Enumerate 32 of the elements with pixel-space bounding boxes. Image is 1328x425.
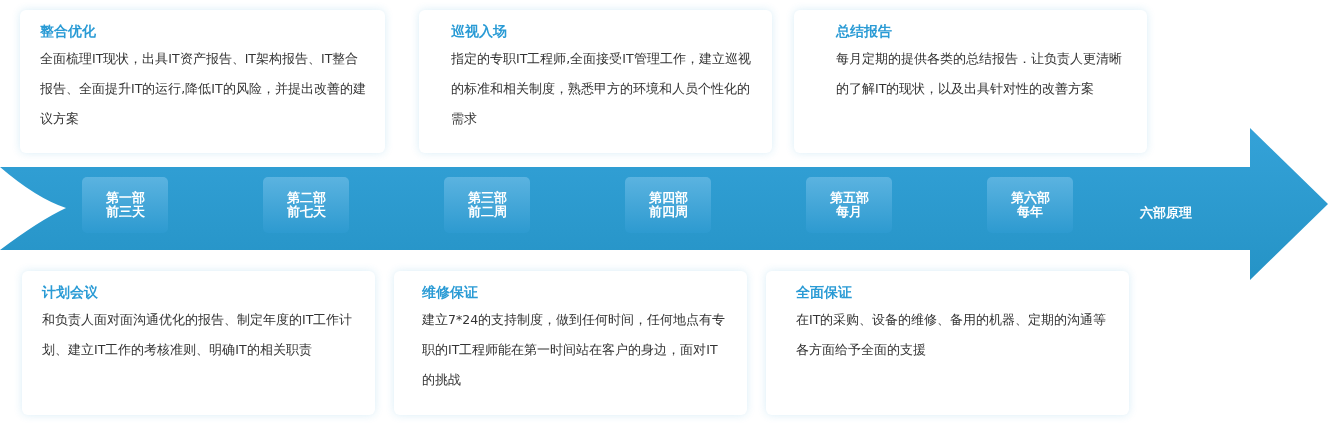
stage-box — [625, 177, 711, 233]
stage-name: 第六部 — [1010, 191, 1050, 205]
stage-time: 每年 — [1017, 205, 1043, 219]
stage-time: 前三天 — [105, 205, 145, 219]
card-text: 全面梳理IT现状，出具IT资产报告、IT架构报告、IT整合报告、全面提升IT的运行,降低IT的风险，并提出改善的建议方案 — [40, 50, 367, 128]
stage-name: 第二部 — [286, 191, 326, 205]
stage-time: 前二周 — [467, 205, 507, 219]
card-text: 在IT的采购、设备的维修、备用的机器、定期的沟通等各方面给予全面的支援 — [796, 311, 1108, 359]
stage-box — [806, 177, 892, 233]
stage-time: 前七天 — [286, 205, 326, 219]
stage-name: 第三部 — [467, 191, 507, 205]
stage-time: 每月 — [836, 205, 862, 219]
card-text: 指定的专职IT工程师,全面接受IT管理工作，建立巡视的标准和相关制度，熟悉甲方的环境和人员个性化的需求 — [451, 50, 752, 128]
card-heading: 维修保证 — [422, 283, 479, 302]
card-heading: 总结报告 — [836, 22, 893, 41]
stage-name: 第五部 — [829, 191, 869, 205]
card-heading: 计划会议 — [42, 283, 99, 302]
card-text: 每月定期的提供各类的总结报告．让负责人更清晰的了解IT的现状，以及出具针对性的改善方案 — [836, 50, 1123, 98]
stage-box — [263, 177, 349, 233]
stage-box — [987, 177, 1073, 233]
card-heading: 全面保证 — [796, 283, 853, 302]
card-heading: 整合优化 — [40, 22, 97, 41]
band-label: 六部原理 — [1140, 204, 1192, 222]
stage-time: 前四周 — [648, 205, 688, 219]
stage-box — [444, 177, 530, 233]
card-text: 建立7*24的支持制度，做到任何时间，任何地点有专职的IT工程师能在第一时间站在客户的身边，面对IT的挑战 — [422, 311, 727, 389]
stage-name: 第一部 — [105, 191, 145, 205]
timeline-arrow — [0, 128, 1328, 280]
card-heading: 巡视入场 — [451, 22, 508, 41]
card-text: 和负责人面对面沟通优化的报告、制定年度的IT工作计划、建立IT工作的考核准则、明确IT的相关职责 — [42, 311, 354, 359]
stage-name: 第四部 — [648, 191, 688, 205]
stage-box — [82, 177, 168, 233]
